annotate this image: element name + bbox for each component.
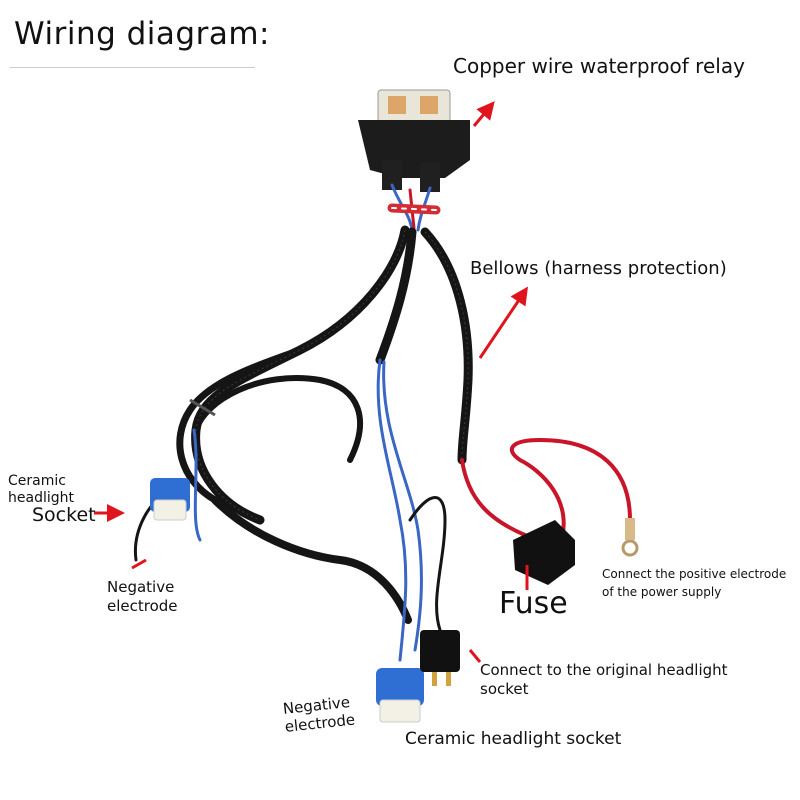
original-plug-shape xyxy=(420,630,460,686)
fuse-holder-shape xyxy=(513,520,575,585)
negative-electrode-bottom-label: Negative electrode xyxy=(282,693,356,736)
positive-line1: Connect the positive electrode xyxy=(602,567,787,581)
bellows-arrow xyxy=(478,286,529,359)
left-negative-arrow xyxy=(131,558,147,570)
bellows-label: Bellows (harness protection) xyxy=(470,258,727,279)
title-underline xyxy=(10,67,255,68)
negative-left-line2: electrode xyxy=(107,597,178,615)
relay-arrow xyxy=(472,101,495,127)
relay-block xyxy=(358,89,470,192)
diagram-title: Wiring diagram: xyxy=(14,16,270,52)
original-line2: socket xyxy=(480,680,529,698)
original-socket-arrow xyxy=(468,649,482,663)
original-line1: Connect to the original headlight xyxy=(480,661,728,679)
relay-label: Copper wire waterproof relay xyxy=(453,54,745,78)
left-socket-shape xyxy=(150,478,190,521)
bottom-socket-shape xyxy=(376,668,424,723)
original-headlight-socket-label: Connect to the original headlight socket xyxy=(480,661,728,699)
positive-line2: of the power supply xyxy=(602,585,722,599)
ceramic-socket-left-label: Ceramic headlight Socket xyxy=(8,473,96,526)
ceramic-socket-bottom-label: Ceramic headlight socket xyxy=(405,729,622,749)
ceramic-left-line2: headlight xyxy=(8,490,74,506)
positive-electrode-label: Connect the positive electrode of the po… xyxy=(602,565,786,601)
ceramic-left-line1: Ceramic xyxy=(8,473,66,489)
fuse-label: Fuse xyxy=(499,586,568,621)
negative-electrode-left-label: Negative electrode xyxy=(107,578,178,616)
negative-left-line1: Negative xyxy=(107,578,175,596)
ceramic-left-line3: Socket xyxy=(32,504,96,526)
